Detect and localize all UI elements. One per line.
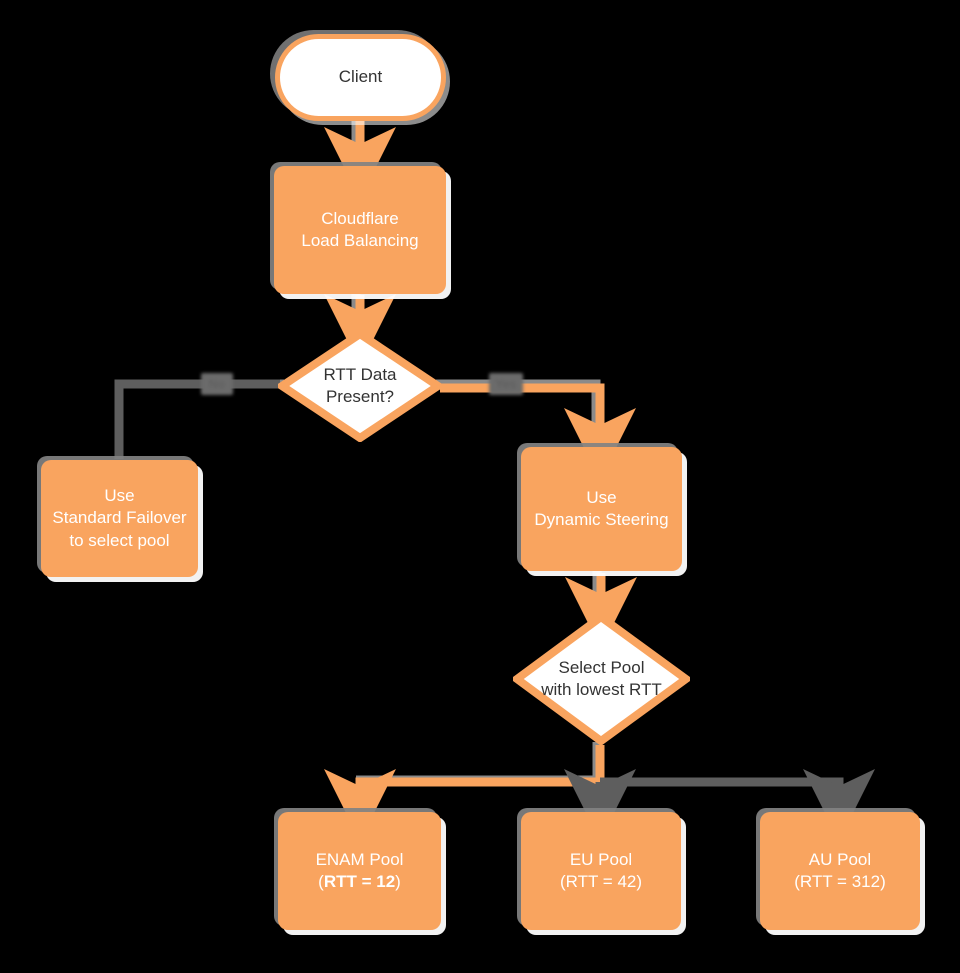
edge-label-no: No <box>201 373 233 395</box>
node-enam-pool-rtt: RTT = 12 <box>323 872 396 891</box>
node-eu-pool-rtt: RTT = 42 <box>565 872 637 891</box>
edge-plain-group <box>114 379 875 841</box>
node-rtt-data-present[interactable]: RTT Data Present? <box>278 330 442 442</box>
node-enam-pool-label: ENAM Pool (RTT = 12) <box>315 849 404 891</box>
node-eu-pool-label: EU Pool (RTT = 42) <box>559 849 643 891</box>
edge-select-pool-to-enam <box>324 745 605 841</box>
node-dynamic-steering[interactable]: Use Dynamic Steering <box>521 447 682 571</box>
edge-rtt-no-to-standard-failover <box>114 379 280 459</box>
diamond-shape-rtt <box>278 330 442 442</box>
node-enam-pool[interactable]: ENAM Pool (RTT = 12) <box>278 812 441 930</box>
node-standard-failover-label: Use Standard Failover to select pool <box>52 485 187 550</box>
node-standard-failover[interactable]: Use Standard Failover to select pool <box>41 460 198 577</box>
node-cloudflare-load-balancing[interactable]: Cloudflare Load Balancing <box>274 166 446 294</box>
node-select-pool[interactable]: Select Pool with lowest RTT <box>513 613 690 745</box>
node-dynamic-steering-label: Use Dynamic Steering <box>534 487 669 529</box>
node-client[interactable]: Client <box>275 34 446 121</box>
node-cloudflare-load-balancing-label: Cloudflare Load Balancing <box>301 208 419 250</box>
node-au-pool-label: AU Pool (RTT = 312) <box>794 849 886 891</box>
node-au-pool-rtt: RTT = 312 <box>799 872 881 891</box>
node-au-pool[interactable]: AU Pool (RTT = 312) <box>760 812 920 930</box>
diamond-shape-select-pool <box>513 613 690 745</box>
edge-label-yes: Yes <box>489 373 523 395</box>
edge-select-pool-to-au <box>600 769 875 841</box>
node-client-label: Client <box>338 67 383 87</box>
edge-rtt-yes-to-dynamic-steering <box>440 383 636 480</box>
node-eu-pool[interactable]: EU Pool (RTT = 42) <box>521 812 681 930</box>
